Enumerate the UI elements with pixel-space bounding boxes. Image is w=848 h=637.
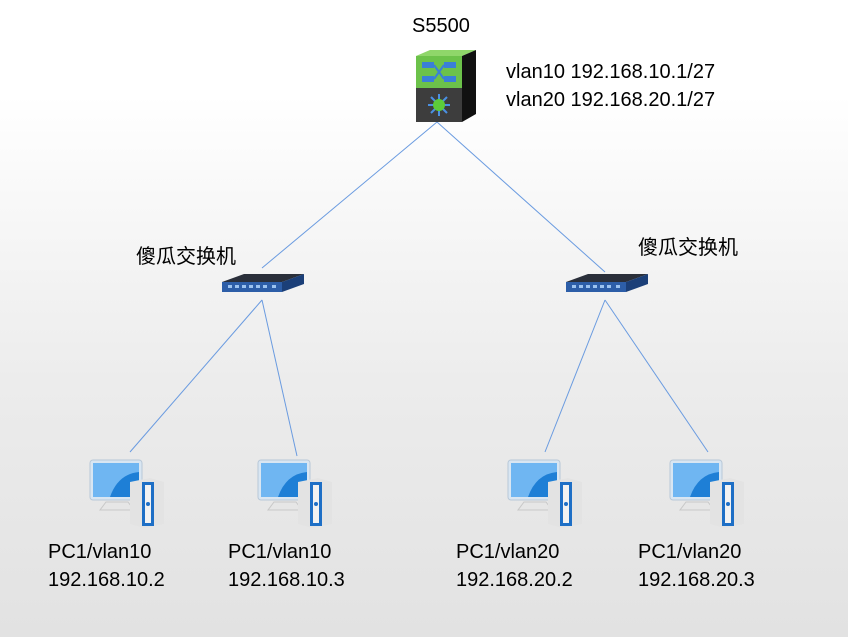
core-vlan20-info: vlan20 192.168.20.1/27 [506, 89, 716, 111]
pc-icon[interactable] [88, 458, 168, 530]
link-right-switch-pc4 [604, 299, 709, 453]
pc4-name: PC1/vlan20 [638, 541, 742, 563]
pc-icon[interactable] [668, 458, 748, 530]
link-core-right-switch [436, 121, 606, 273]
link-right-switch-pc3 [544, 299, 606, 453]
left-switch-label: 傻瓜交换机 [136, 246, 236, 268]
pc2-name: PC1/vlan10 [228, 541, 332, 563]
core-switch-icon[interactable] [412, 50, 478, 124]
core-vlan10-info: vlan10 192.168.10.1/27 [506, 61, 716, 83]
pc1-ip: 192.168.10.2 [48, 569, 165, 591]
pc3-name: PC1/vlan20 [456, 541, 560, 563]
pc4-ip: 192.168.20.3 [638, 569, 755, 591]
pc-icon[interactable] [506, 458, 586, 530]
pc-icon[interactable] [256, 458, 336, 530]
left-switch-icon[interactable] [220, 270, 306, 300]
pc2-ip: 192.168.10.3 [228, 569, 345, 591]
pc3-ip: 192.168.20.2 [456, 569, 573, 591]
core-switch-name: S5500 [412, 15, 470, 37]
link-core-left-switch [261, 121, 438, 269]
right-switch-label: 傻瓜交换机 [638, 237, 738, 259]
link-left-switch-pc1 [129, 299, 263, 453]
right-switch-icon[interactable] [564, 270, 650, 300]
pc1-name: PC1/vlan10 [48, 541, 152, 563]
link-left-switch-pc2 [261, 299, 298, 457]
